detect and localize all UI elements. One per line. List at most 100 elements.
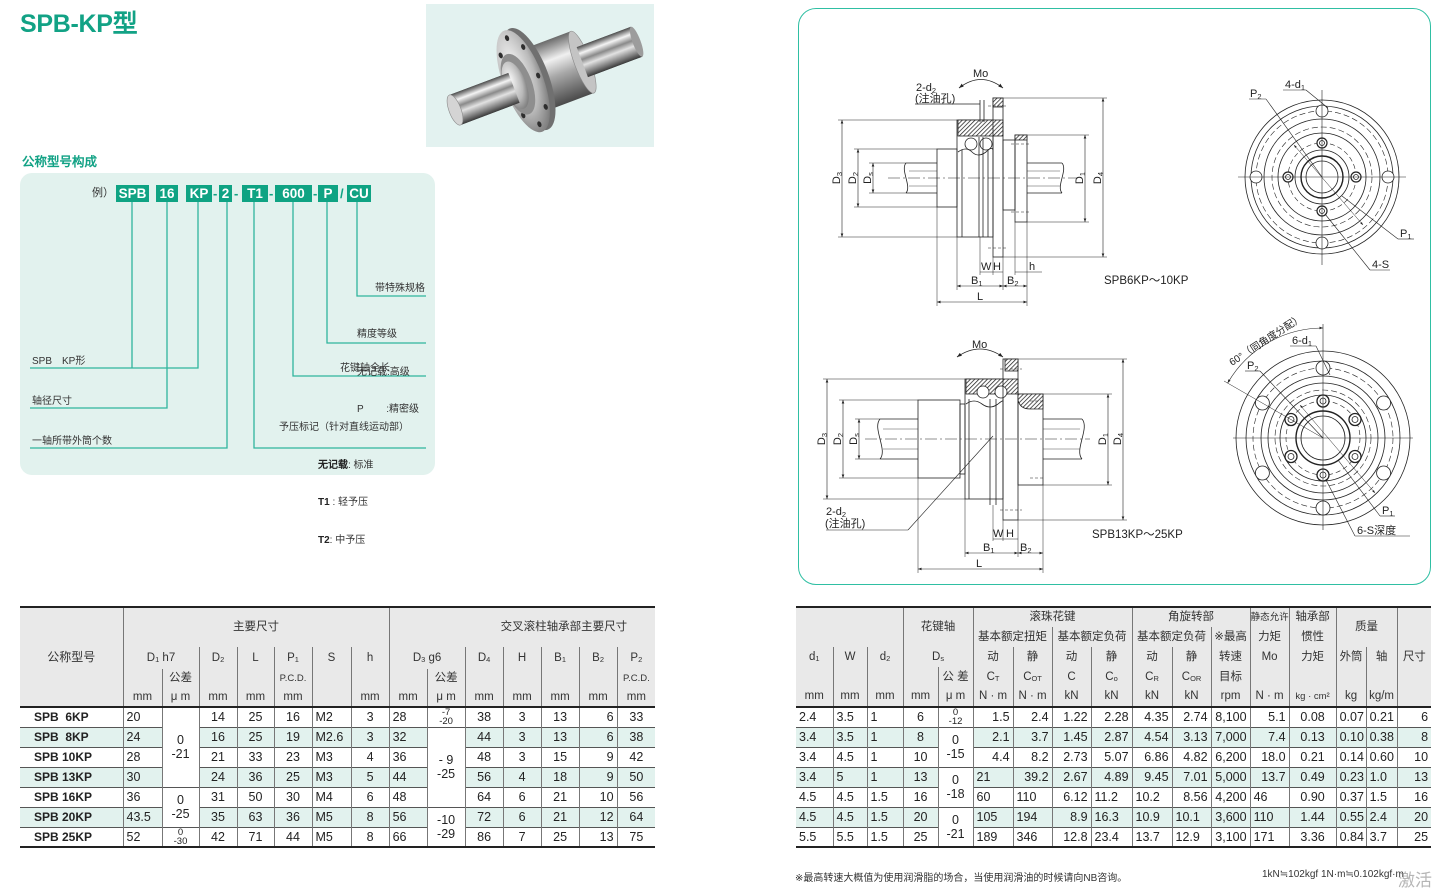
cell-h: 8 <box>350 806 390 827</box>
tolerance-lower: -20 <box>439 716 453 727</box>
unit: mm <box>502 688 542 707</box>
cell-P2: 64 <box>616 806 656 827</box>
header-mass: 质量 <box>1335 607 1398 647</box>
header-base: D <box>412 651 422 664</box>
tolerance-cell: - 9-25 <box>426 726 466 807</box>
cell-L: 36 <box>236 766 274 787</box>
header-max: ※最高 <box>1210 627 1251 647</box>
cell-H: 6 <box>502 806 542 827</box>
moment-arrow <box>958 79 1004 89</box>
label-B2: B2 <box>1007 275 1019 288</box>
side-view-large <box>823 348 1127 573</box>
label-base: D <box>848 437 860 445</box>
cell-COR: 4.82 <box>1171 746 1212 767</box>
cell-H: 4 <box>502 766 542 787</box>
cell-S: M3 <box>311 766 351 787</box>
unit: mm <box>540 688 580 707</box>
cell-D4: 38 <box>464 706 504 727</box>
cell-inertia: 0.49 <box>1288 766 1337 787</box>
label-sub: 1 <box>978 279 982 288</box>
cell-W: 3.5 <box>832 706 867 727</box>
cell-CT: 21 <box>972 766 1014 787</box>
label-moment: Mo <box>973 68 988 80</box>
header-bearing: 轴承部 <box>1288 607 1337 627</box>
cell-d2: 1 <box>866 726 904 747</box>
unit: kg <box>1335 687 1367 707</box>
legend-accuracy-option: P :精密级 <box>357 404 419 417</box>
cell-D3: 28 <box>388 706 428 727</box>
code-part-special: CU <box>347 185 371 202</box>
header-tolerance: 公差 <box>161 669 199 688</box>
cell-inertia: 0.08 <box>1288 706 1337 727</box>
header-COR: COR <box>1171 667 1212 687</box>
ball-spline-photo-icon <box>446 26 644 133</box>
cell-C: 1.45 <box>1051 726 1092 747</box>
performance-table: 花键轴 滚珠花键 角旋转部 静态允许 轴承部 质量 尺寸 基本额定扭矩 基本额定… <box>796 606 1432 848</box>
header-main-dimensions: 主要尺寸 <box>122 607 390 647</box>
cell-speed: 7,000 <box>1210 726 1251 747</box>
label-sub: 1 <box>1407 232 1411 241</box>
label-holes-s: 6-S深度 <box>1357 523 1396 537</box>
cell-B1: 13 <box>540 706 580 727</box>
header-D3: D3 g6 <box>388 647 466 669</box>
code-part-shaft: 16 <box>156 185 178 202</box>
header-static: 静 <box>1012 647 1053 667</box>
label-base: B <box>983 542 990 554</box>
header-sub: 1 <box>561 655 566 665</box>
cell-D1: 24 <box>122 726 162 747</box>
header-static: 静 <box>1171 647 1212 667</box>
cell-speed: 5,000 <box>1210 766 1251 787</box>
outer-flange <box>1017 393 1045 486</box>
cell-d1: 3.4 <box>796 766 833 787</box>
code-separator: - <box>313 186 318 201</box>
cell-CR: 10.2 <box>1131 786 1173 807</box>
label-sub: 3 <box>820 433 829 437</box>
cell-CT: 2.1 <box>972 726 1014 747</box>
cell-d2: 1.5 <box>866 826 904 847</box>
header-h: h <box>350 647 390 669</box>
shaft <box>903 162 1065 194</box>
header-base: D <box>477 651 487 664</box>
unit: mm <box>902 687 939 707</box>
unit: mm <box>388 688 428 707</box>
cell-Co: 2.28 <box>1090 706 1133 727</box>
cell-mass_outer: 0.14 <box>1335 746 1367 767</box>
unit: μ m <box>937 687 974 707</box>
legend-count: 一轴所带外筒个数 <box>32 436 112 447</box>
header-ball-spline: 滚珠花键 <box>972 607 1133 627</box>
label-H: H <box>993 261 1001 273</box>
unit: mm <box>350 688 390 707</box>
header-base: D <box>211 651 221 664</box>
cell-Co: 16.3 <box>1090 806 1133 827</box>
cell-CR: 6.86 <box>1131 746 1173 767</box>
cell-COT: 194 <box>1012 806 1053 827</box>
cell-COT: 3.7 <box>1012 726 1053 747</box>
header-pcd: P.C.D. <box>616 669 656 688</box>
label-D4: D4 <box>1112 433 1125 445</box>
cell-L: 71 <box>236 826 274 847</box>
tolerance-lower: -29 <box>437 826 456 841</box>
cell-CT: 105 <box>972 806 1014 827</box>
cell-h: 6 <box>350 786 390 807</box>
header-S: S <box>311 647 351 669</box>
header-blank <box>578 669 618 688</box>
cell-COR: 2.74 <box>1171 706 1212 727</box>
cell-COR: 7.01 <box>1171 766 1212 787</box>
cell-D2: 14 <box>198 706 237 727</box>
label-D3: D3 <box>831 172 844 184</box>
header-base: C <box>1181 670 1191 683</box>
cell-d1: 5.5 <box>796 826 833 847</box>
cell-speed: 3,600 <box>1210 806 1251 827</box>
label-P1: P1 <box>1400 228 1412 241</box>
cell-L: 50 <box>236 786 274 807</box>
legend-preload-option: T2: 中予压 <box>279 535 409 548</box>
header-base: P <box>630 651 639 664</box>
header-rated-load: 基本额定负荷 <box>1051 627 1133 647</box>
header-sub: 1 <box>155 655 160 665</box>
header-Mo: Mo <box>1249 647 1290 667</box>
cell-S: M2 <box>311 706 351 727</box>
dimension-drawings: Mo 2-d2 (注油孔) D3 D2 Ds D1 D4 W H h B1 B2… <box>816 68 1414 573</box>
